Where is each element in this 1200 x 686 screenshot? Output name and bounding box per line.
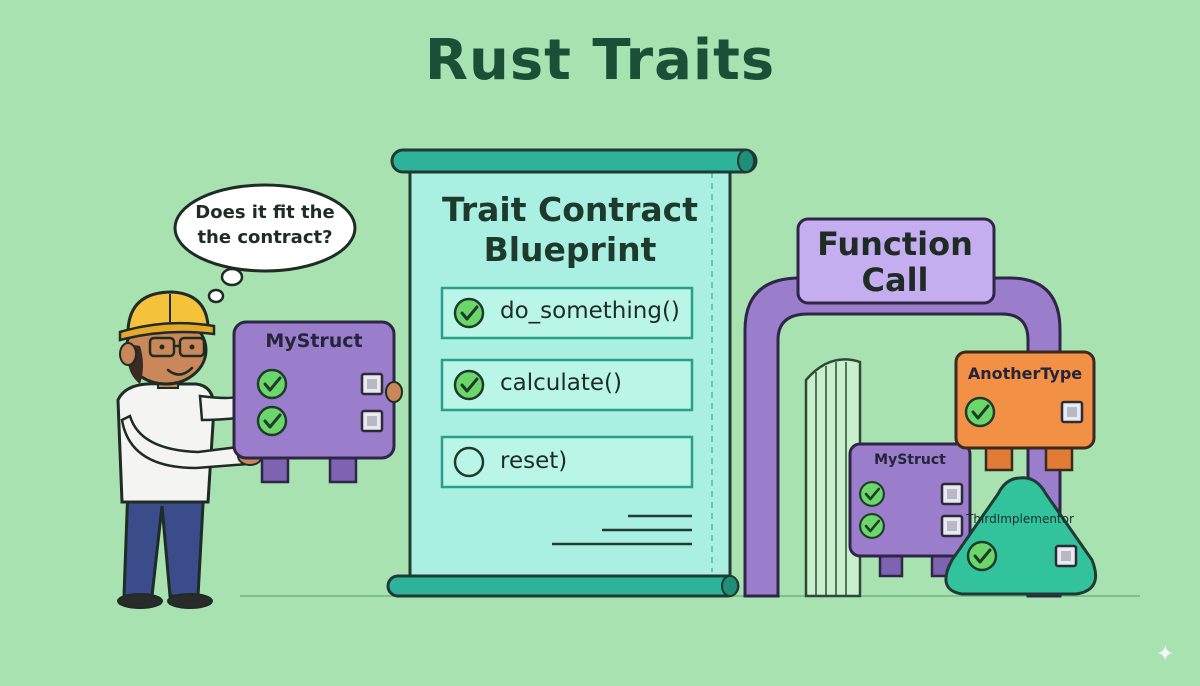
check-circle-icon <box>256 405 288 437</box>
checkbox-icon <box>1060 400 1084 424</box>
thirdimplementor-shape <box>944 476 1097 596</box>
worker-character <box>116 290 263 609</box>
checkbox-icon <box>940 482 964 506</box>
check-circle-icon <box>453 297 485 329</box>
check-circle-icon <box>964 396 996 428</box>
blueprint-title: Trait Contract Blueprint <box>410 190 730 270</box>
function-call-label: Function Call <box>798 226 992 298</box>
empty-circle-icon <box>453 446 485 478</box>
checkbox-icon <box>360 409 384 433</box>
sparkle-icon: ✦ <box>1156 642 1175 667</box>
page-title: Rust Traits <box>424 28 776 93</box>
check-circle-icon <box>453 369 485 401</box>
mystruct-box-gate <box>848 442 972 578</box>
method-label: reset) <box>500 448 568 474</box>
function-call-sign <box>796 217 996 305</box>
speech-line-1: Does it fit the <box>195 202 335 223</box>
checkbox-icon <box>360 372 384 396</box>
mystruct-box-held <box>232 320 403 484</box>
speech-line-2: the contract? <box>197 227 333 248</box>
function-call-line-2: Call <box>861 261 929 299</box>
check-circle-icon <box>966 540 998 572</box>
method-label: do_something() <box>500 298 680 324</box>
blueprint-title-line-1: Trait Contract <box>441 190 699 229</box>
blueprint-scroll <box>386 148 758 598</box>
worker-box-label: MyStruct <box>265 330 363 352</box>
check-circle-icon <box>256 368 288 400</box>
check-circle-icon <box>858 512 886 540</box>
anothertype-box <box>954 350 1096 472</box>
function-call-line-1: Function <box>817 225 973 263</box>
anothertype-label: AnotherType <box>967 364 1083 383</box>
check-circle-icon <box>858 480 886 508</box>
thirdimplementor-label: ThirdImplementor <box>966 512 1074 526</box>
checkbox-icon <box>1054 544 1078 568</box>
gate-mystruct-label: MyStruct <box>874 452 946 468</box>
blueprint-title-line-2: Blueprint <box>483 230 657 269</box>
speech-bubble-text: Does it fit the the contract? <box>172 200 358 250</box>
method-label: calculate() <box>500 370 622 396</box>
speech-bubble <box>173 183 357 304</box>
